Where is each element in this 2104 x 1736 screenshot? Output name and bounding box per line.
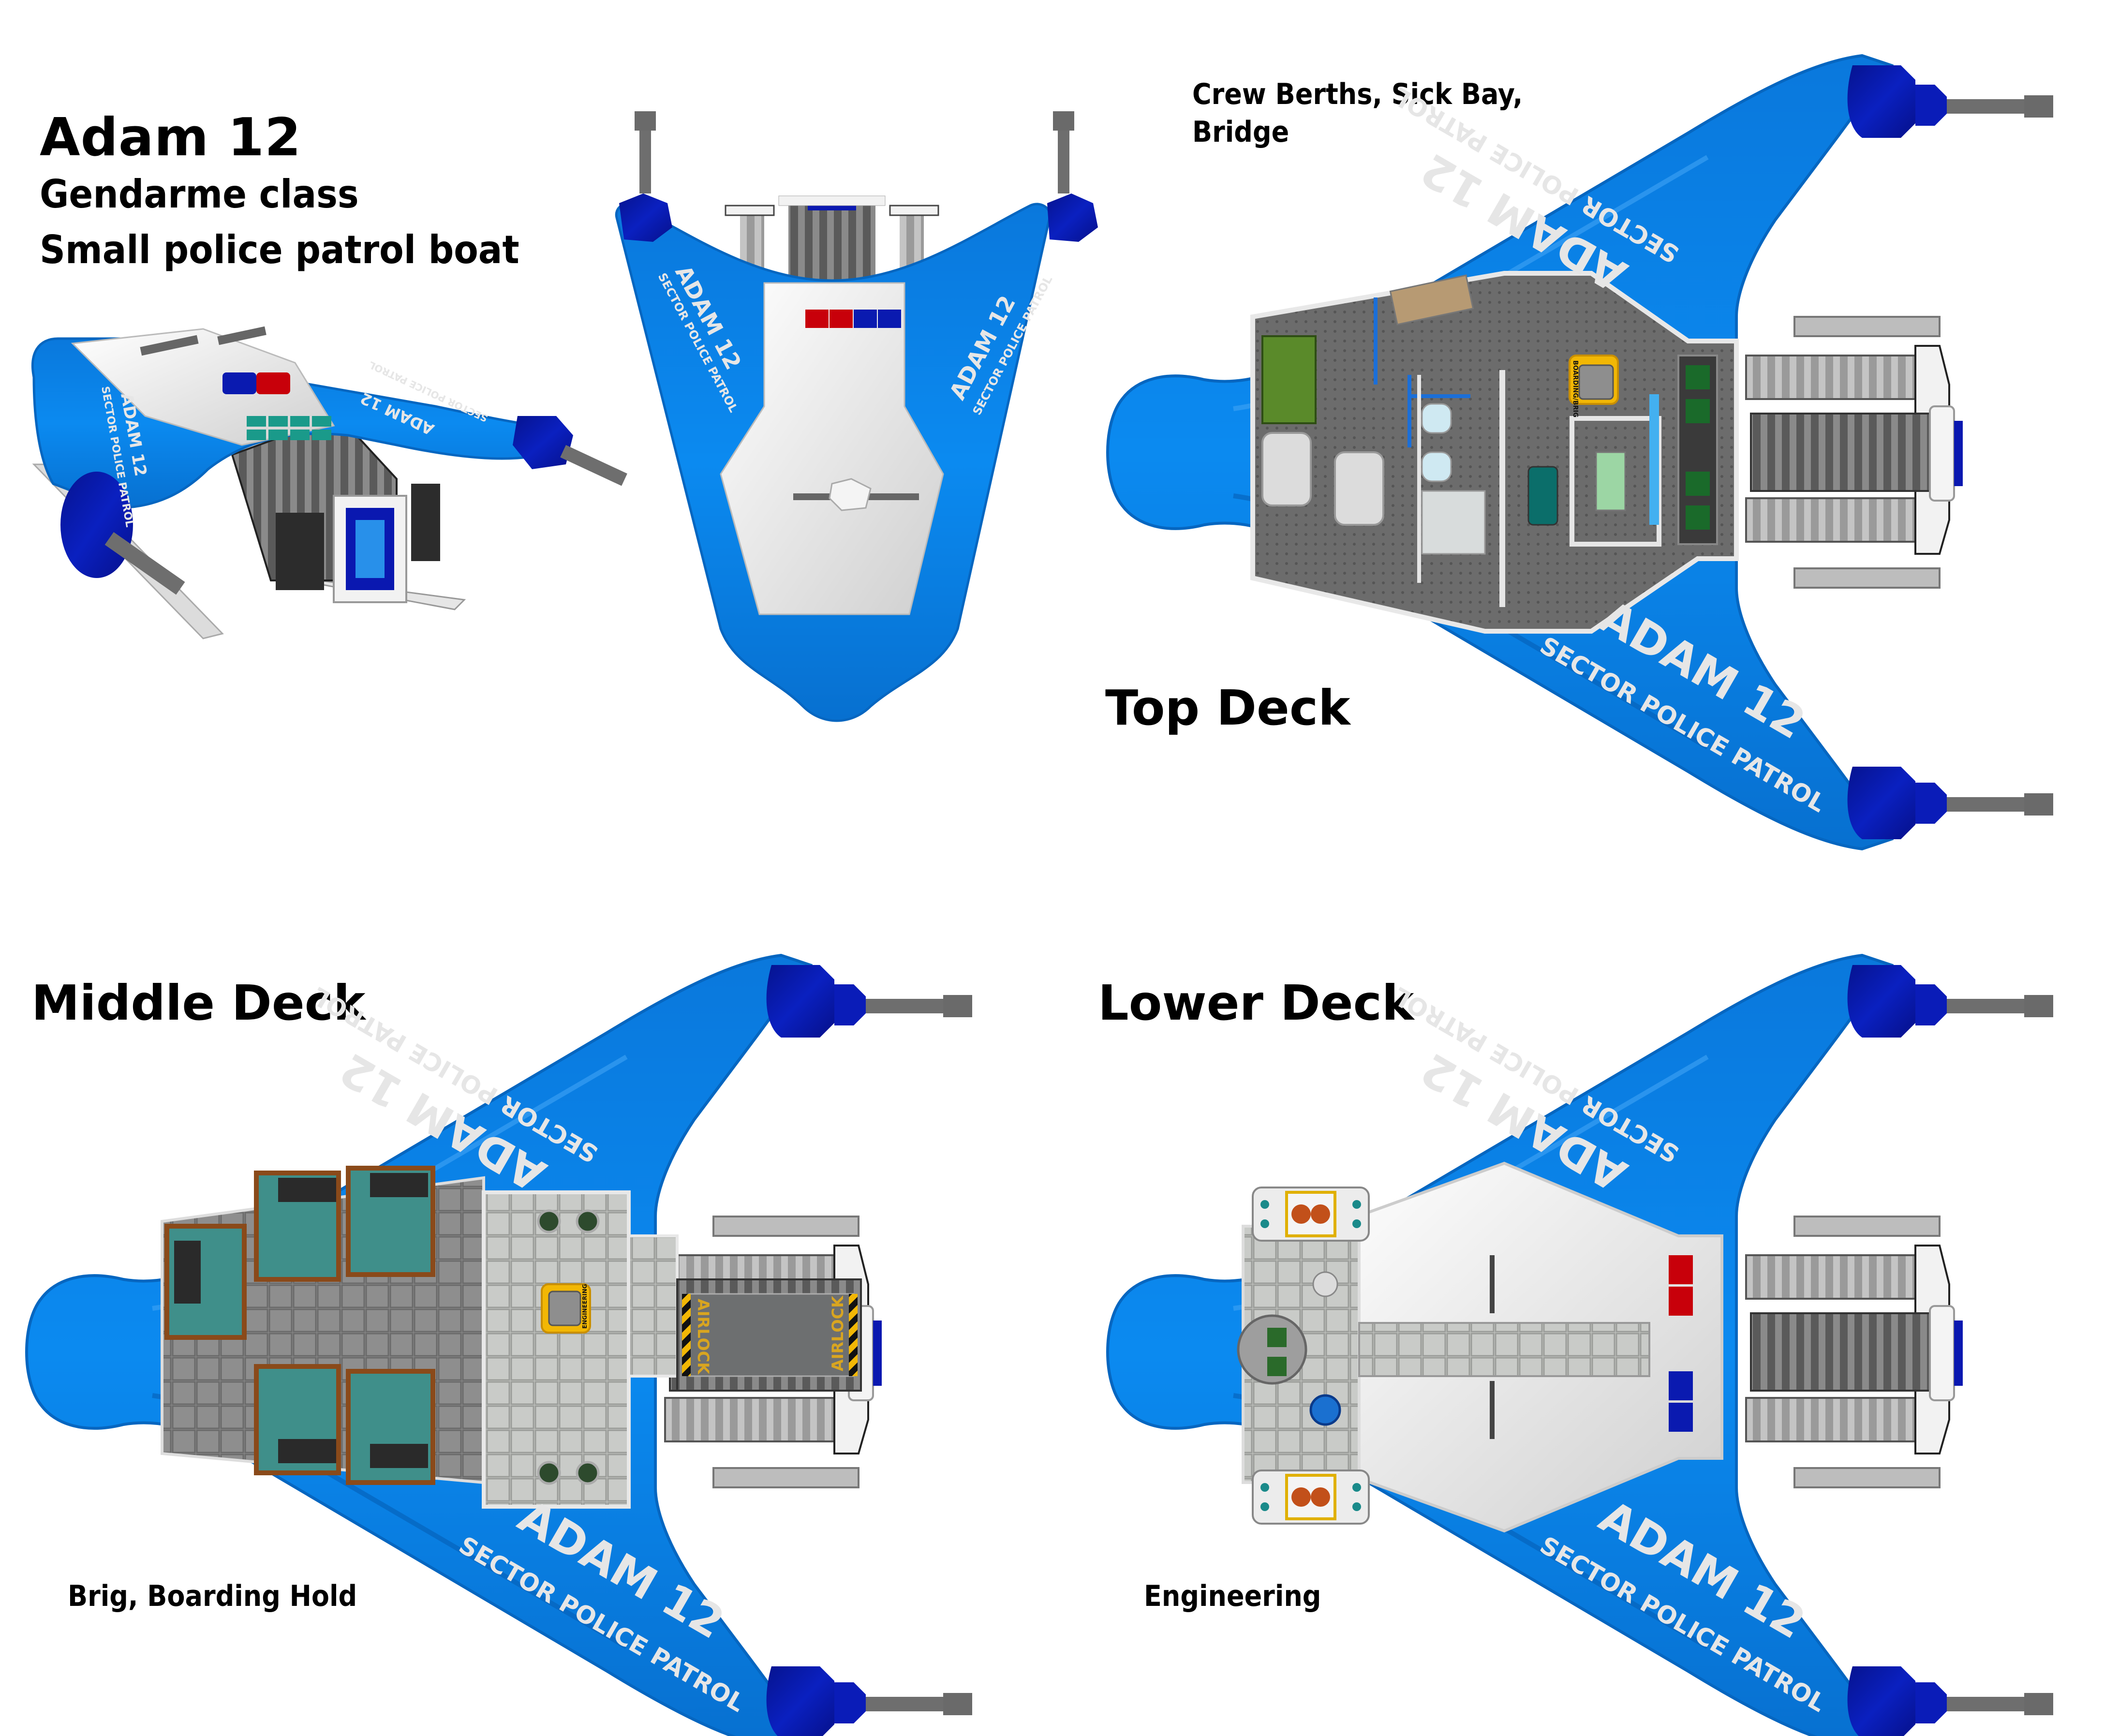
top-deck-hull-service-lower: SECTOR POLICE PATROL (1535, 631, 1830, 818)
front-hull-name-right: ADAM 12 (944, 291, 1021, 404)
top-deck-description-line2: Bridge (1192, 115, 1289, 149)
boarding-brig-hatch (1569, 355, 1619, 405)
front-hull-name-left: ADAM 12 (670, 261, 746, 374)
middle-deck-plan: ENGINEERING AIRLOCK AIRLOCK ADAM 12 SECT… (27, 955, 972, 1736)
lower-deck-description: Engineering (1144, 1579, 1321, 1613)
lower-deck-hull-service-lower: SECTOR POLICE PATROL (1535, 1531, 1830, 1718)
lower-deck-hull-service-upper: SECTOR POLICE PATROL (1389, 981, 1684, 1168)
front-view: ADAM 12 SECTOR POLICE PATROL ADAM 12 SEC… (615, 111, 1098, 722)
ship-type: Small police patrol boat (40, 227, 519, 272)
middle-deck-hatch-label: ENGINEERING (581, 1284, 588, 1329)
middle-deck-title: Middle Deck (31, 975, 366, 1031)
lower-deck-title: Lower Deck (1098, 975, 1414, 1031)
iso-hull-service-2: SECTOR POLICE PATROL (367, 359, 489, 424)
lower-deck-hull-name-lower: ADAM 12 (1591, 1490, 1814, 1649)
front-hull-service-left: SECTOR POLICE PATROL (655, 271, 741, 415)
iso-hull-service: SECTOR POLICE PATROL (99, 386, 135, 528)
engineering-hatch (541, 1283, 591, 1334)
iso-hull-name-2: ADAM 12 (357, 389, 437, 439)
front-hull-service-right: SECTOR POLICE PATROL (970, 273, 1055, 417)
top-deck-title: Top Deck (1105, 680, 1350, 736)
top-deck-hatch-label: BOARDING/BRIG (1571, 360, 1579, 417)
lower-deck-hull-name-upper: ADAM 12 (1412, 1043, 1635, 1202)
middle-deck-description: Brig, Boarding Hold (68, 1579, 357, 1613)
ship-class: Gendarme class (40, 172, 359, 217)
top-deck-hull-name-upper: ADAM 12 (1412, 143, 1635, 302)
middle-deck-hull-name-upper: ADAM 12 (331, 1043, 554, 1202)
middle-deck-hull-name-lower: ADAM 12 (510, 1490, 733, 1649)
lower-deck-plan: ADAM 12 SECTOR POLICE PATROL ADAM 12 SEC… (1108, 955, 2053, 1736)
airlock-label-outer: AIRLOCK (829, 1295, 847, 1371)
iso-hull-name: ADAM 12 (117, 392, 150, 478)
top-deck-hull-name-lower: ADAM 12 (1591, 591, 1814, 749)
isometric-view: ADAM 12 SECTOR POLICE PATROL ADAM 12 SEC… (31, 326, 627, 639)
middle-deck-hull-service-lower: SECTOR POLICE PATROL (454, 1531, 749, 1718)
top-deck-description-line1: Crew Berths, Sick Bay, (1192, 77, 1523, 111)
ship-title: Adam 12 (40, 107, 302, 168)
airlock-label-inner: AIRLOCK (694, 1299, 712, 1375)
